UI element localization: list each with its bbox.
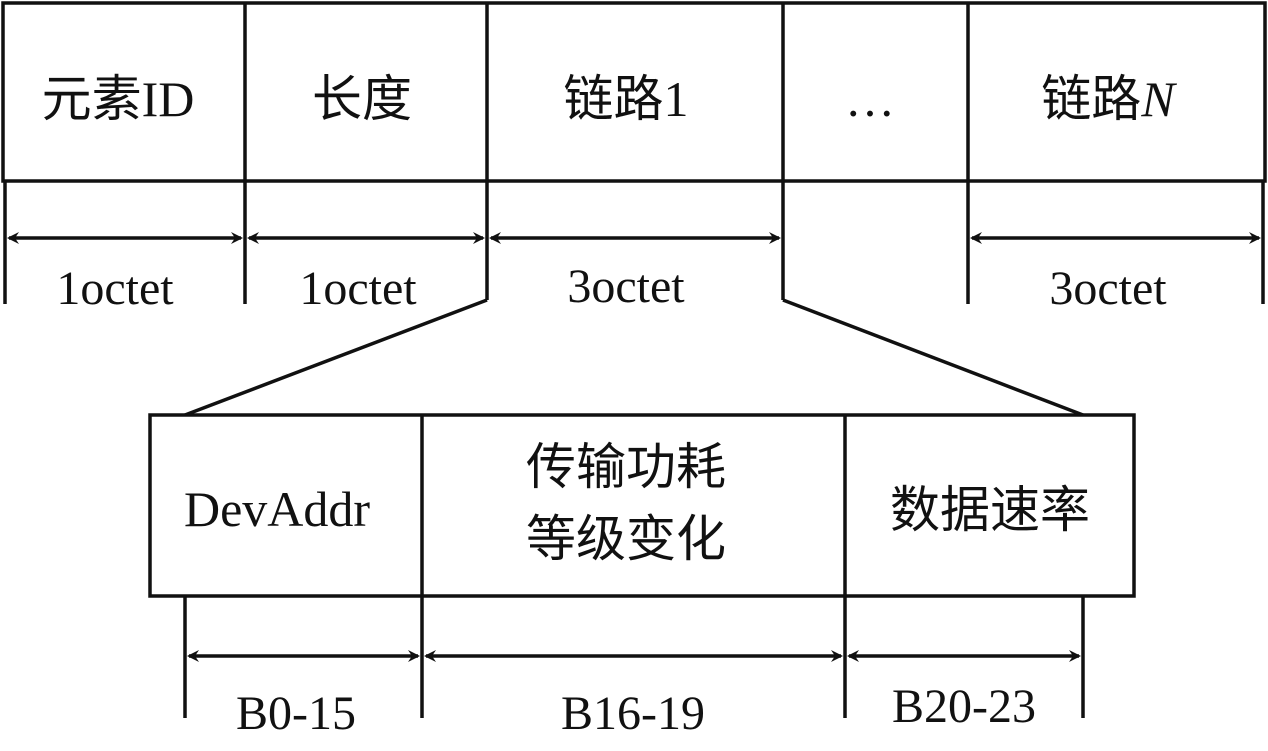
field-label-element-id: 元素ID: [42, 71, 195, 127]
link-detail-frame: DevAddr 传输功耗 等级变化 数据速率: [148, 413, 1136, 598]
bit-label-tx-power: B16-19: [561, 687, 705, 740]
top-frame-outline: [1, 1, 1267, 183]
width-label-link-n: 3octet: [1049, 262, 1167, 315]
zoom-line-right: [782, 298, 1084, 417]
bottom-extension-lines: [183, 596, 1085, 718]
width-label-element-id: 1octet: [56, 262, 174, 315]
width-label-length: 1octet: [299, 262, 417, 315]
top-extension-lines: [3, 181, 1265, 304]
field-label-tx-power-line-2: 等级变化: [526, 511, 726, 567]
bit-label-devaddr: B0-15: [236, 687, 356, 740]
top-width-arrows: 1octet 1octet 3octet 3octet: [7, 232, 1261, 315]
top-frame: 元素ID 长度 链路1 … 链路N: [1, 1, 1267, 183]
link-detail-outline: [148, 413, 1136, 598]
field-label-link-n: 链路N: [1041, 71, 1177, 127]
field-label-data-rate: 数据速率: [890, 482, 1090, 538]
zoom-connectors: [184, 298, 1084, 417]
bit-range-arrows: B0-15 B16-19 B20-23: [187, 650, 1081, 740]
field-label-devaddr: DevAddr: [184, 481, 370, 537]
width-label-link-1: 3octet: [567, 260, 685, 313]
field-label-ellipsis: …: [845, 71, 895, 127]
field-label-link-n-text: 链路: [1041, 71, 1141, 127]
bit-label-data-rate: B20-23: [892, 680, 1036, 733]
field-label-length: 长度: [312, 71, 412, 127]
field-label-link-n-var: N: [1140, 71, 1177, 127]
zoom-line-left: [184, 298, 488, 417]
field-label-link-1: 链路1: [564, 71, 689, 127]
field-label-tx-power-line-1: 传输功耗: [526, 439, 726, 495]
